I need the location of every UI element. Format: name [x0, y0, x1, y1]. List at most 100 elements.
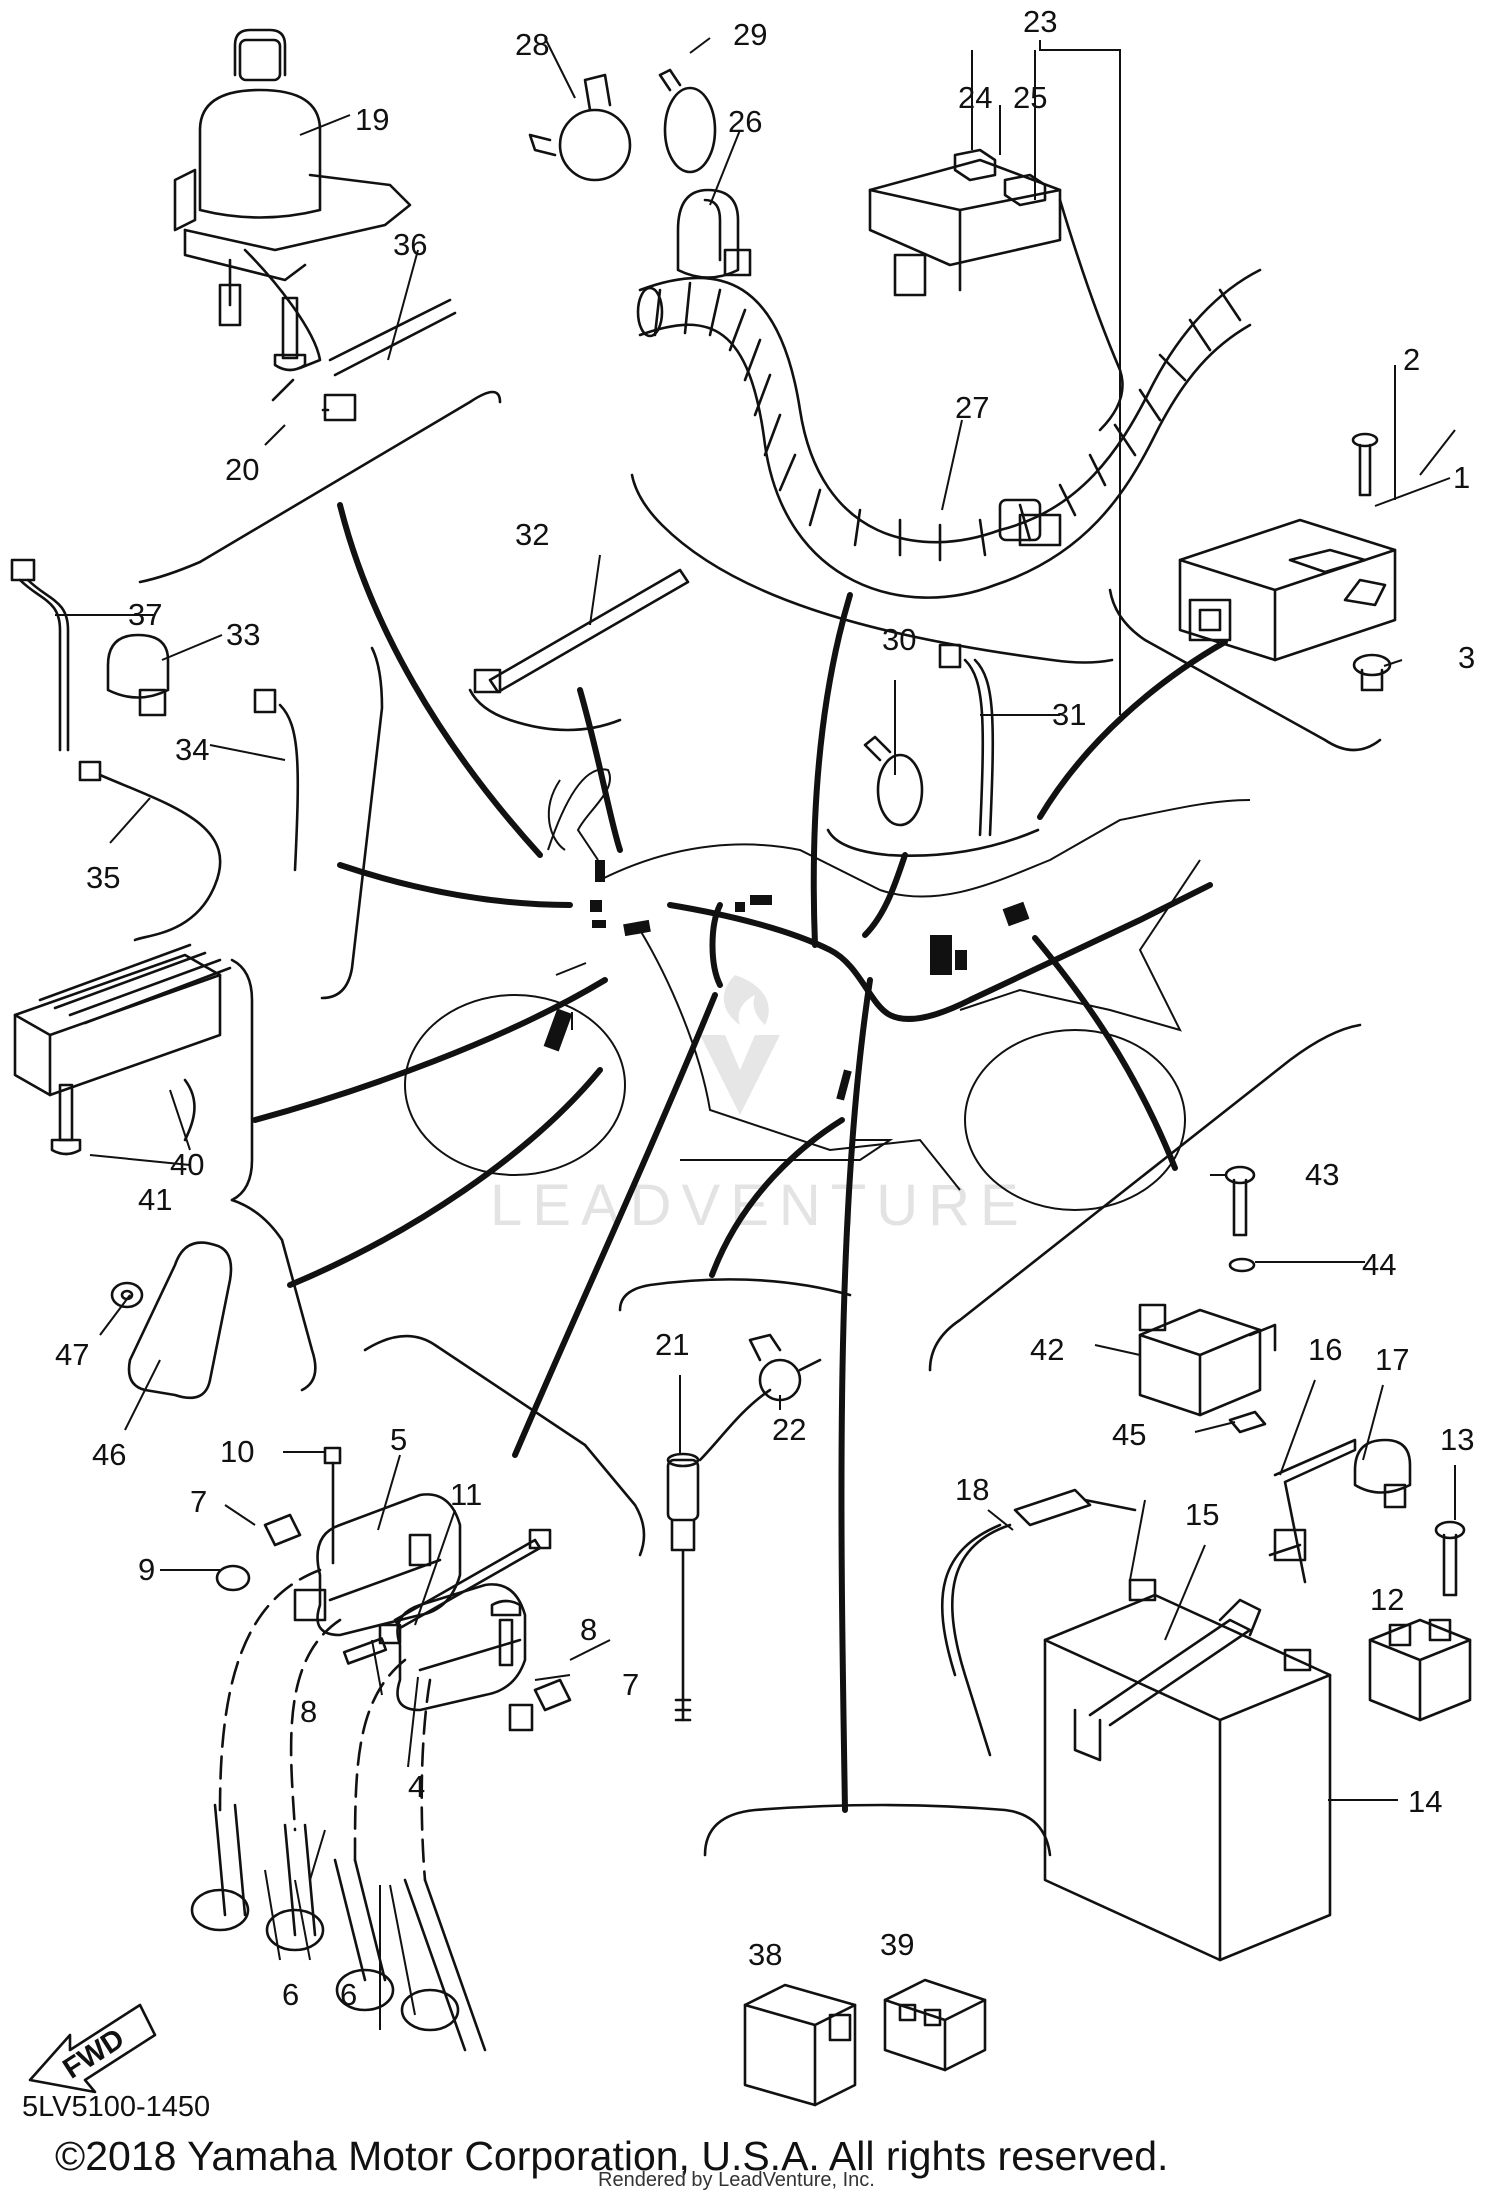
- callout-15: 15: [1185, 1497, 1219, 1532]
- callout-40: 40: [170, 1147, 204, 1182]
- screw-41-part: [50, 1083, 82, 1156]
- callout-45: 45: [1112, 1417, 1146, 1452]
- callout-4: 4: [408, 1769, 425, 1804]
- cable-16-part: [1268, 1438, 1357, 1584]
- callout-11: 11: [450, 1477, 482, 1512]
- cable-tie-32-part: [473, 568, 690, 694]
- callout-28: 28: [515, 27, 549, 62]
- plug-caps-part: [190, 1568, 487, 2052]
- callout-10: 10: [220, 1434, 254, 1469]
- clamp-33-part: [106, 633, 170, 717]
- screw-13-part: [1434, 1520, 1466, 1597]
- cable-tie-34-part: [253, 688, 300, 872]
- callout-26: 26: [728, 104, 762, 139]
- callout-36: 36: [393, 227, 427, 262]
- callout-33: 33: [226, 617, 260, 652]
- cable-tie-31-part: [938, 643, 995, 837]
- fuse-box-part: [868, 158, 1124, 432]
- callout-39: 39: [880, 1927, 914, 1962]
- fuse-25-part: [1003, 173, 1047, 207]
- screw-43-part: [1224, 1165, 1256, 1237]
- copyright-notice: ©2018 Yamaha Motor Corporation, U.S.A. A…: [55, 2133, 1168, 2179]
- callout-labels: 1 2 3 4 5 6 6 7 7 8 8 9 10 11 12 13 14 1…: [55, 4, 1475, 2012]
- callout-21: 21: [655, 1327, 689, 1362]
- callout-1: 1: [1453, 460, 1470, 495]
- callout-24: 24: [958, 80, 992, 115]
- connector-39-part: [883, 1978, 987, 2072]
- callout-42: 42: [1030, 1332, 1064, 1367]
- battery-part: [1043, 1578, 1332, 1962]
- callout-16: 16: [1308, 1332, 1342, 1367]
- clamp-10-part: [323, 1446, 342, 1565]
- fwd-label: FWD: [57, 2023, 130, 2086]
- nut-47-part: [110, 1281, 144, 1309]
- callout-3: 3: [1458, 640, 1475, 675]
- ignition-coil-4-part: [396, 1583, 534, 1732]
- callout-7a: 7: [190, 1484, 207, 1519]
- callout-12: 12: [1370, 1582, 1404, 1617]
- clip-7b-part: [533, 1678, 572, 1712]
- watermark-text: LEADVENTURE: [490, 1173, 1029, 1238]
- callout-6b: 6: [340, 1977, 357, 2012]
- leader-lines: [55, 37, 1456, 2030]
- grommet-3-part: [1352, 653, 1392, 692]
- washer-44-part: [1228, 1257, 1256, 1273]
- group-brackets: [138, 390, 1382, 1857]
- watermark: LEADVENTURE: [490, 975, 1029, 1238]
- cable-tie-11-part: [378, 1528, 552, 1645]
- callout-19: 19: [355, 102, 389, 137]
- battery-band-part: [1073, 1598, 1262, 1762]
- callout-37: 37: [128, 597, 162, 632]
- cable-tie-36-part: [323, 298, 457, 422]
- callout-8a: 8: [580, 1612, 597, 1647]
- callout-25: 25: [1013, 80, 1047, 115]
- screw-8a-part: [490, 1599, 522, 1667]
- callout-31: 31: [1052, 697, 1086, 732]
- cable-tie-37-part: [10, 558, 70, 752]
- spiral-tube-part: [636, 268, 1262, 599]
- switch-22-part: [698, 1333, 822, 1462]
- callout-14: 14: [1408, 1784, 1442, 1819]
- callout-13: 13: [1440, 1422, 1474, 1457]
- pad-46-part: [127, 1241, 233, 1400]
- callout-18: 18: [955, 1472, 989, 1507]
- flasher-relay-part: [743, 1983, 857, 2107]
- starter-relay-part: [1368, 1618, 1472, 1722]
- nut-9-part: [215, 1564, 251, 1592]
- battery-lead-18-part: [940, 1488, 1137, 1757]
- clamp-30-part: [863, 735, 924, 827]
- callout-8b: 8: [300, 1694, 317, 1729]
- fwd-arrow-icon: FWD: [28, 2003, 157, 2094]
- rectifier-regulator-part: [13, 943, 232, 1142]
- screw-2-part: [1351, 432, 1379, 497]
- rendered-by-notice: Rendered by LeadVenture, Inc.: [598, 2169, 875, 2191]
- relay-42-part: [1138, 1303, 1277, 1417]
- switch-21-part: [666, 1452, 700, 1722]
- clamp-17-part: [1353, 1438, 1412, 1509]
- callout-35: 35: [86, 860, 120, 895]
- callout-38: 38: [748, 1937, 782, 1972]
- cdi-unit-part: [1178, 518, 1397, 662]
- callout-44: 44: [1362, 1247, 1396, 1282]
- callout-30: 30: [882, 622, 916, 657]
- callout-27: 27: [955, 390, 989, 425]
- callout-47: 47: [55, 1337, 89, 1372]
- callout-34: 34: [175, 732, 209, 767]
- callout-32: 32: [515, 517, 549, 552]
- cable-tie-35-part: [78, 760, 222, 942]
- callout-6a: 6: [282, 1977, 299, 2012]
- fuse-24-part: [953, 148, 997, 182]
- clamp-28-part: [528, 73, 632, 182]
- callout-46: 46: [92, 1437, 126, 1472]
- motorcycle-outline: [404, 768, 1251, 1211]
- clip-7a-part: [263, 1513, 302, 1547]
- clamp-26-part: [676, 188, 752, 279]
- callout-7b: 7: [622, 1667, 639, 1702]
- clamp-29-part: [658, 68, 717, 174]
- callout-41: 41: [138, 1182, 172, 1217]
- callout-5: 5: [390, 1422, 407, 1457]
- callout-2: 2: [1403, 342, 1420, 377]
- callout-23: 23: [1023, 4, 1057, 39]
- main-wire-harness: [543, 860, 1213, 1101]
